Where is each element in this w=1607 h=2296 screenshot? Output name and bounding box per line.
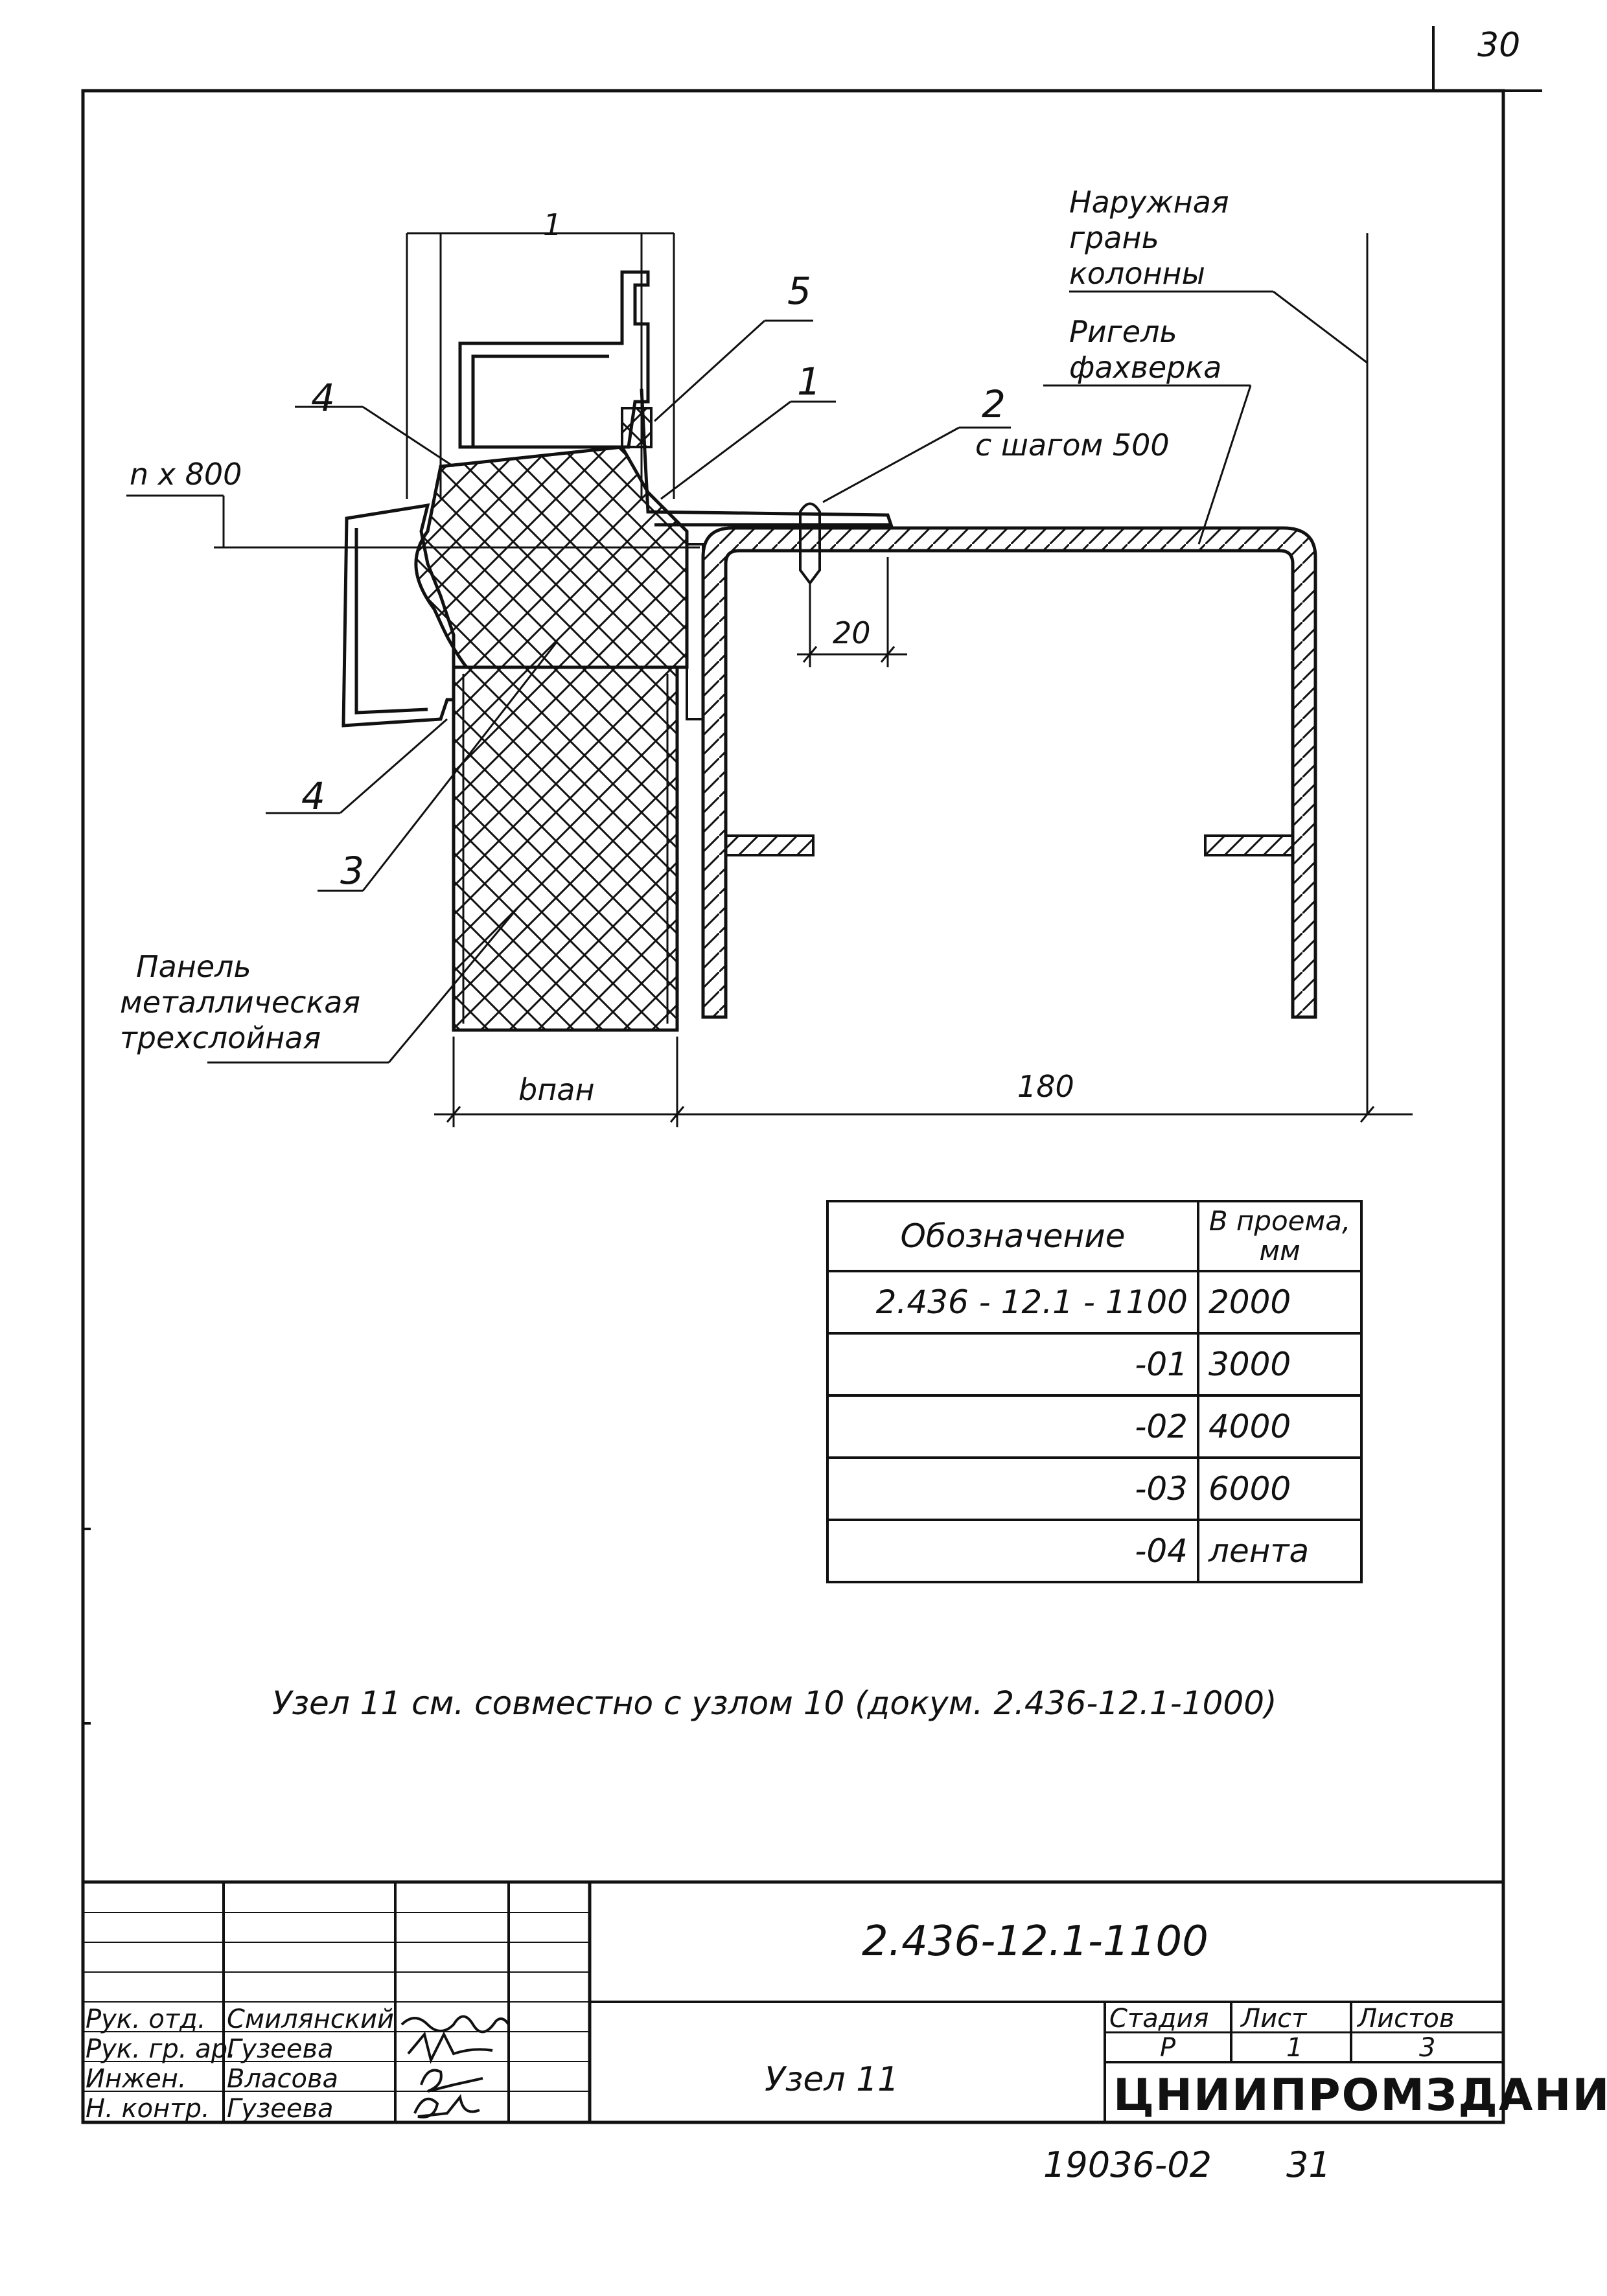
outer-face-label-3: колонны: [1069, 256, 1205, 291]
sheets-value: 3: [1419, 2033, 1436, 2063]
panel-label-3: трехслойная: [120, 1020, 321, 1055]
dimension-lines: [434, 557, 1413, 1127]
row-designation: -03: [826, 1456, 1199, 1521]
header-opening-line1: B проема,: [1208, 1205, 1351, 1237]
table-row: -02 4000: [826, 1394, 1363, 1459]
rigel-label-2: фахверка: [1069, 350, 1222, 385]
dim-b-pan: bпан: [518, 1072, 595, 1107]
screw-2: [799, 502, 821, 586]
staff-name: Гузеева: [227, 2094, 334, 2124]
bottom-page: 31: [1286, 2144, 1331, 2185]
flashing-1: [640, 388, 894, 527]
position-4-bottom: 4: [301, 774, 325, 818]
dim-20: 20: [833, 615, 871, 650]
signatures: [400, 2015, 510, 2118]
top-dimension-label: 1: [543, 207, 562, 242]
company-name: ЦНИИПРОМЗДАНИЙ: [1113, 2070, 1607, 2121]
table-row: -03 6000: [826, 1456, 1363, 1521]
level-label: n x 800: [130, 457, 242, 492]
staff-role: Рук. гр. ар.: [86, 2034, 236, 2064]
staff-name: Гузеева: [227, 2034, 334, 2064]
row-designation: -04: [826, 1519, 1199, 1583]
note-text: Узел 11 см. совместно с узлом 10 (докум.…: [272, 1684, 1277, 1722]
outer-face-label-1: Наружная: [1069, 185, 1229, 220]
spec-table-header: Обозначение B проема, мм: [826, 1200, 1363, 1272]
rigel-label-1: Ригель: [1069, 314, 1177, 349]
sheet-frame: [81, 26, 1542, 2124]
seal-5: [621, 407, 653, 448]
panel-label-1: Панель: [136, 949, 251, 984]
column-guide-lines: [406, 232, 675, 499]
row-designation: -01: [826, 1332, 1199, 1397]
table-row: -01 3000: [826, 1332, 1363, 1397]
position-1: 1: [797, 360, 821, 404]
position-5: 5: [787, 269, 811, 313]
sheets-label: Листов: [1358, 2004, 1455, 2034]
table-row: 2.436 - 12.1 - 1100 2000: [826, 1270, 1363, 1335]
row-value: 4000: [1197, 1394, 1363, 1459]
drawing-title: Узел 11: [765, 2060, 899, 2099]
leader-lines: [126, 290, 1368, 1064]
table-row: -04 лента: [826, 1519, 1363, 1583]
position-4-top: 4: [311, 376, 335, 420]
position-2: 2: [982, 382, 1006, 426]
title-block-grid: [83, 1880, 1503, 2122]
spec-table: Обозначение B проема, мм 2.436 - 12.1 - …: [826, 1200, 1363, 1583]
page-number: 30: [1477, 26, 1521, 65]
staff-role: Н. контр.: [86, 2094, 210, 2124]
window-frame-profile: [458, 270, 650, 449]
sandwich-panel: [452, 665, 679, 1032]
row-value: 2000: [1197, 1270, 1363, 1335]
sheet-label: Лист: [1241, 2004, 1307, 2034]
header-designation: Обозначение: [826, 1200, 1199, 1272]
dim-180: 180: [1017, 1069, 1074, 1104]
outer-face-label-2: грань: [1069, 220, 1159, 255]
staff-name: Смилянский: [227, 2004, 395, 2034]
row-value: лента: [1197, 1519, 1363, 1583]
bottom-code: 19036-02: [1043, 2144, 1212, 2185]
row-value: 6000: [1197, 1456, 1363, 1521]
stage-value: Р: [1160, 2033, 1176, 2063]
header-opening-line2: мм: [1259, 1235, 1301, 1267]
row-designation: -02: [826, 1394, 1199, 1459]
staff-role: Инжен.: [86, 2064, 187, 2094]
staff-role: Рук. отд.: [86, 2004, 206, 2034]
position-3: 3: [340, 849, 364, 893]
sheet-value: 1: [1286, 2033, 1303, 2063]
rigel-channel: [686, 526, 1317, 1019]
stage-label: Стадия: [1109, 2004, 1209, 2034]
row-value: 3000: [1197, 1332, 1363, 1397]
staff-name: Власова: [227, 2064, 339, 2094]
header-opening: B проема, мм: [1197, 1200, 1363, 1272]
step-label: с шагом 500: [975, 428, 1170, 463]
panel-label-2: металлическая: [120, 985, 361, 1020]
doc-code: 2.436-12.1-1100: [862, 1918, 1208, 1966]
row-designation: 2.436 - 12.1 - 1100: [826, 1270, 1199, 1335]
